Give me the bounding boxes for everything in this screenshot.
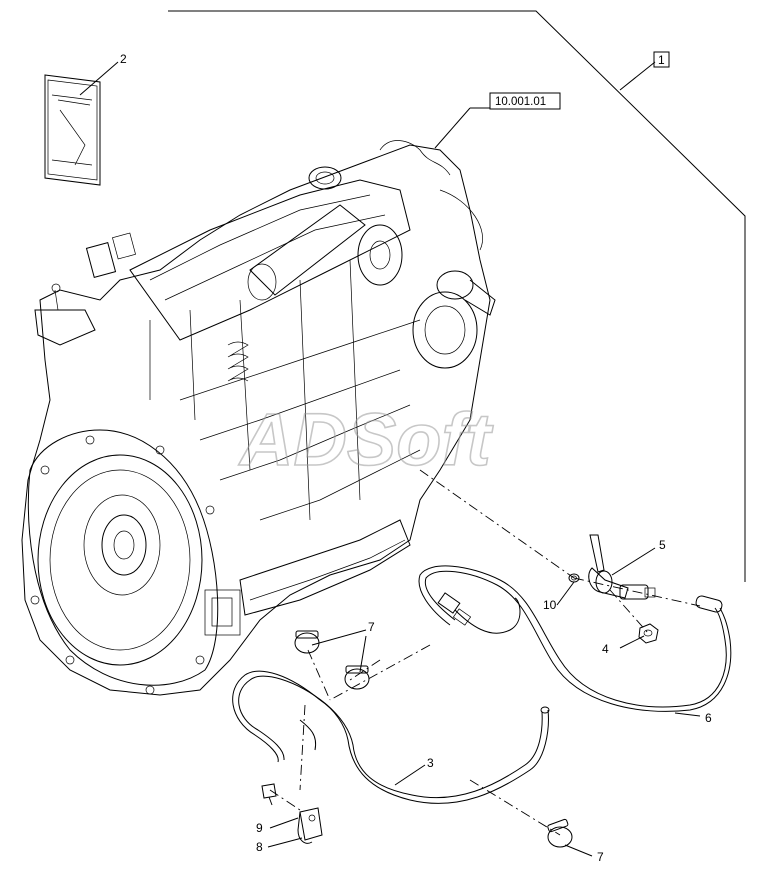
manual-document — [44, 74, 101, 186]
callout-3: 3 — [427, 756, 434, 770]
assembly-centerlines — [269, 469, 701, 836]
engine-ref-box — [489, 92, 561, 110]
watermark: ADSoft — [238, 398, 494, 481]
callout-9: 9 — [256, 821, 263, 835]
clip-8 — [297, 807, 323, 844]
flywheel — [37, 454, 203, 666]
assembly-bracket-line — [168, 10, 746, 582]
callout-2: 2 — [120, 52, 127, 66]
callout-7-lower: 7 — [597, 850, 604, 864]
callout-7-upper: 7 — [368, 620, 375, 634]
leader-lines — [79, 61, 701, 857]
sensor-5 — [568, 534, 656, 600]
callout-1-box — [653, 51, 670, 68]
callout-8: 8 — [256, 840, 263, 854]
callout-6: 6 — [705, 711, 712, 725]
nut-4 — [638, 623, 659, 644]
clamp-7-lower — [547, 818, 573, 848]
callout-10: 10 — [543, 598, 557, 612]
wiring-harness-6 — [418, 565, 732, 712]
engine-block — [21, 140, 496, 696]
callout-4: 4 — [602, 642, 609, 656]
bolt-9 — [261, 783, 277, 806]
clamp-7-upper — [294, 630, 320, 654]
engine-ref: 10.001.01 — [495, 96, 546, 108]
callout-5: 5 — [659, 538, 666, 552]
callout-1: 1 — [658, 53, 665, 67]
wiring-harness-3 — [232, 670, 550, 804]
